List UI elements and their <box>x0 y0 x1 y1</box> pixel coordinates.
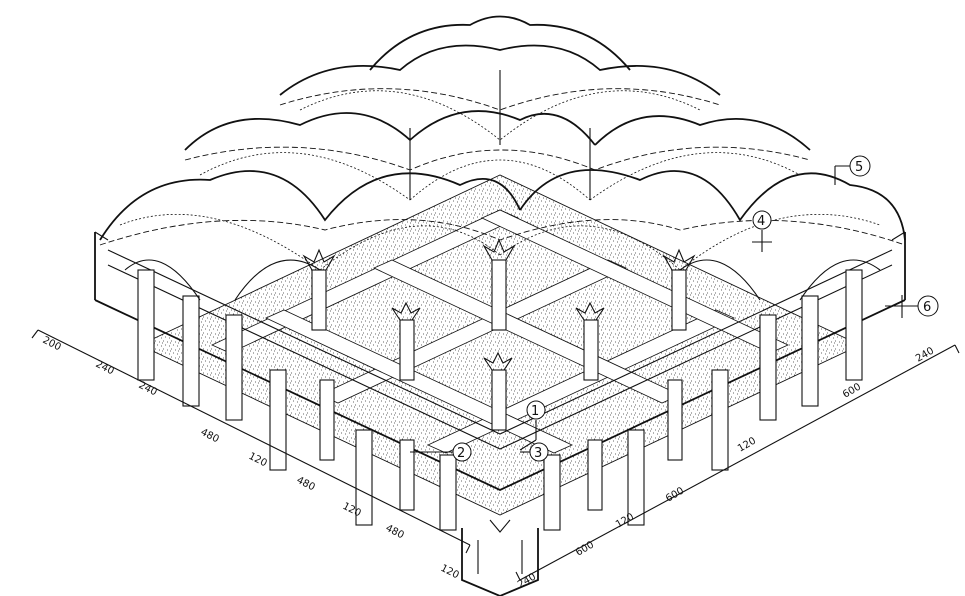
dim-bottom-1: 240 <box>516 572 538 591</box>
dimension-lines <box>31 329 960 581</box>
dim-left-2: 240 <box>94 359 116 377</box>
vault-back-row <box>279 15 721 145</box>
callout-6: 6 <box>923 300 931 315</box>
callout-1: 1 <box>531 404 539 419</box>
dim-bottom-2: 600 <box>574 540 596 559</box>
floor-slab-grid <box>138 174 862 516</box>
dim-left-5: 120 <box>247 451 269 469</box>
dim-left-3: 240 <box>137 380 159 398</box>
dim-left-8: 480 <box>384 523 406 541</box>
dim-bottom-5: 120 <box>736 436 758 455</box>
column-capitals <box>302 238 696 371</box>
dim-bottom-6: 600 <box>841 382 863 401</box>
callout-2: 2 <box>457 446 465 461</box>
dim-bottom-4: 600 <box>664 486 686 505</box>
callout-5: 5 <box>855 160 863 175</box>
callout-3: 3 <box>534 446 542 461</box>
dim-left-4: 480 <box>199 427 221 445</box>
callout-4: 4 <box>757 214 765 229</box>
callouts: 1 2 3 4 5 6 <box>410 155 939 462</box>
dim-left-6: 480 <box>295 475 317 493</box>
dim-left-1: 200 <box>41 335 63 353</box>
columns <box>137 259 863 531</box>
vault-middle-row <box>184 110 811 201</box>
dim-left-9: 120 <box>439 563 461 581</box>
